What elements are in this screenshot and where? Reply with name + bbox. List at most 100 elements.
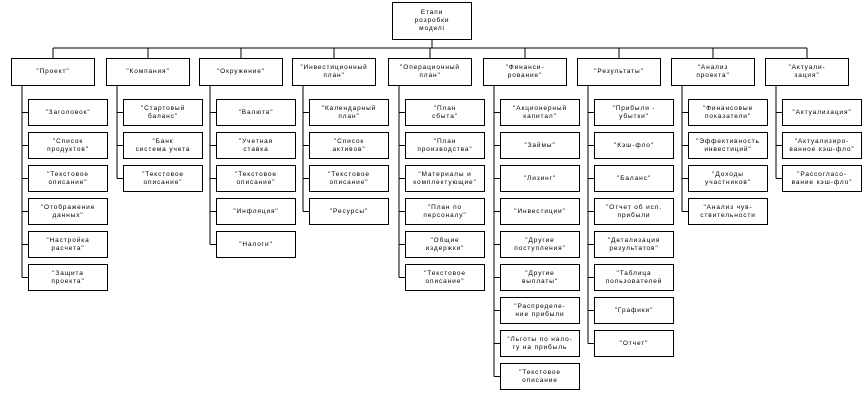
item-box-label: "Другие поступления": [514, 236, 566, 252]
item-box: "Общие издержки": [405, 231, 485, 258]
item-box: "Рассогласо- вание кэш-фло": [782, 165, 862, 192]
item-box: "Стартовый баланс": [123, 99, 203, 126]
item-box: "Отчет": [594, 330, 674, 357]
item-box-label: "Актуализиро- ванное кэш-фло": [789, 137, 855, 153]
item-box: "Текстовое описание: [500, 363, 580, 390]
column-header: "Анализ проекта": [671, 58, 755, 86]
item-box-label: "Ресурсы": [329, 207, 369, 215]
item-box: "Льготы по нало- гу на прибыль: [500, 330, 580, 357]
item-box: "Детализация результатов": [594, 231, 674, 258]
column-header-label: "Инвестиционный план": [300, 64, 368, 79]
column-header: "Результаты": [577, 58, 661, 86]
item-box: "Текстовое описание": [405, 264, 485, 291]
column-header-label: "Проект": [36, 68, 70, 75]
item-box-label: "Текстовое описание": [328, 170, 370, 186]
item-box-label: "Материалы и комплектующие": [413, 170, 477, 186]
item-box-label: "Настройка расчета": [46, 236, 90, 252]
item-box-label: "Прибыли - убытки": [612, 104, 656, 120]
item-box: "Распределе- ние прибыли: [500, 297, 580, 324]
item-box: "Анализ чув- ствительности: [688, 198, 768, 225]
item-box: "Другие выплаты": [500, 264, 580, 291]
item-box-label: "Текстовое описание": [424, 269, 466, 285]
item-box: "Графики": [594, 297, 674, 324]
item-box: "Список активов": [309, 132, 389, 159]
item-box-label: "Учетная ставка: [238, 137, 274, 153]
item-box: "Ресурсы": [309, 198, 389, 225]
item-box: "Инфляция": [216, 198, 296, 225]
item-box-label: "Налоги": [239, 240, 273, 248]
item-box-label: "Актуализация": [792, 108, 852, 116]
item-box: "План по персоналу": [405, 198, 485, 225]
item-box: "Список продуктов": [28, 132, 108, 159]
item-box: "Отображение данных": [28, 198, 108, 225]
item-box: "Учетная ставка: [216, 132, 296, 159]
item-box-label: "Эффективность инвестиций": [696, 137, 760, 153]
item-box-label: "Валюта": [238, 108, 274, 116]
item-box-label: "Общие издержки": [425, 236, 465, 252]
item-box-label: "Анализ чув- ствительности: [700, 203, 756, 219]
column-header: "Операционный план": [388, 58, 472, 86]
item-box: "Баланс": [594, 165, 674, 192]
item-box-label: "Займы": [524, 141, 556, 149]
item-box: "Актуализиро- ванное кэш-фло": [782, 132, 862, 159]
item-box: "Акционерный капитал": [500, 99, 580, 126]
item-box: "Доходы участников": [688, 165, 768, 192]
item-box-label: "План по персоналу": [423, 203, 467, 219]
item-box-label: "Таблица пользователей: [605, 269, 663, 285]
item-box: "План производства": [405, 132, 485, 159]
item-box-label: "Текстовое описание": [235, 170, 277, 186]
column-header: "Инвестиционный план": [292, 58, 376, 86]
item-box: "Банк система учета: [123, 132, 203, 159]
item-box: "Текстовое описание": [309, 165, 389, 192]
item-box: "Другие поступления": [500, 231, 580, 258]
item-box-label: "Отчет об исп. прибыли: [606, 203, 662, 219]
item-box: "Защита проекта": [28, 264, 108, 291]
column-header-label: "Финанси- рование": [505, 64, 545, 79]
item-box: "Настройка расчета": [28, 231, 108, 258]
item-box: "Текстовое описание": [216, 165, 296, 192]
item-box-label: "Текстовое описание: [519, 368, 561, 384]
item-box-label: "Инвестиции": [514, 207, 566, 215]
column-header: "Актуали- зация": [765, 58, 849, 86]
item-box-label: "Банк система учета: [135, 137, 191, 153]
item-box: "Заголовок": [28, 99, 108, 126]
item-box-label: "Отчет": [619, 339, 649, 347]
item-box-label: "Доходы участников": [705, 170, 751, 186]
item-box: "Займы": [500, 132, 580, 159]
column-header: "Проект": [11, 58, 95, 86]
item-box: "Эффективность инвестиций": [688, 132, 768, 159]
item-box: "План сбыта": [405, 99, 485, 126]
column-header: "Компания": [106, 58, 190, 86]
item-box-label: "Рассогласо- вание кэш-фло": [791, 170, 853, 186]
item-box-label: "Распределе- ние прибыли: [514, 302, 566, 318]
item-box-label: "Список активов": [332, 137, 366, 153]
item-box: "Текстовое описание": [123, 165, 203, 192]
column-header-label: "Окружение": [216, 68, 266, 75]
item-box-label: "Кэш-фло": [614, 141, 654, 149]
item-box-label: "Инфляция": [233, 207, 279, 215]
item-box: "Валюта": [216, 99, 296, 126]
column-header-label: "Актуали- зация": [788, 64, 826, 79]
item-box-label: "Стартовый баланс": [140, 104, 186, 120]
item-box-label: "Отображение данных": [40, 203, 96, 219]
column-header-label: "Анализ проекта": [696, 64, 730, 79]
item-box-label: "Льготы по нало- гу на прибыль: [507, 335, 573, 351]
column-header-label: "Операционный план": [400, 64, 460, 79]
item-box-label: "Список продуктов": [47, 137, 89, 153]
column-header: "Окружение": [199, 58, 283, 86]
item-box: "Финансовые показатели": [688, 99, 768, 126]
item-box: "Материалы и комплектующие": [405, 165, 485, 192]
column-header-label: "Результаты": [594, 68, 644, 75]
item-box: "Налоги": [216, 231, 296, 258]
item-box-label: "Лизинг": [523, 174, 557, 182]
item-box-label: "Календарный план": [321, 104, 377, 120]
item-box: "Кэш-фло": [594, 132, 674, 159]
item-box: "Таблица пользователей: [594, 264, 674, 291]
item-box: "Лизинг": [500, 165, 580, 192]
root-node: Етапи розробки моделі: [392, 2, 472, 40]
item-box: "Актуализация": [782, 99, 862, 126]
item-box: "Календарный план": [309, 99, 389, 126]
item-box-label: "Графики": [614, 306, 654, 314]
